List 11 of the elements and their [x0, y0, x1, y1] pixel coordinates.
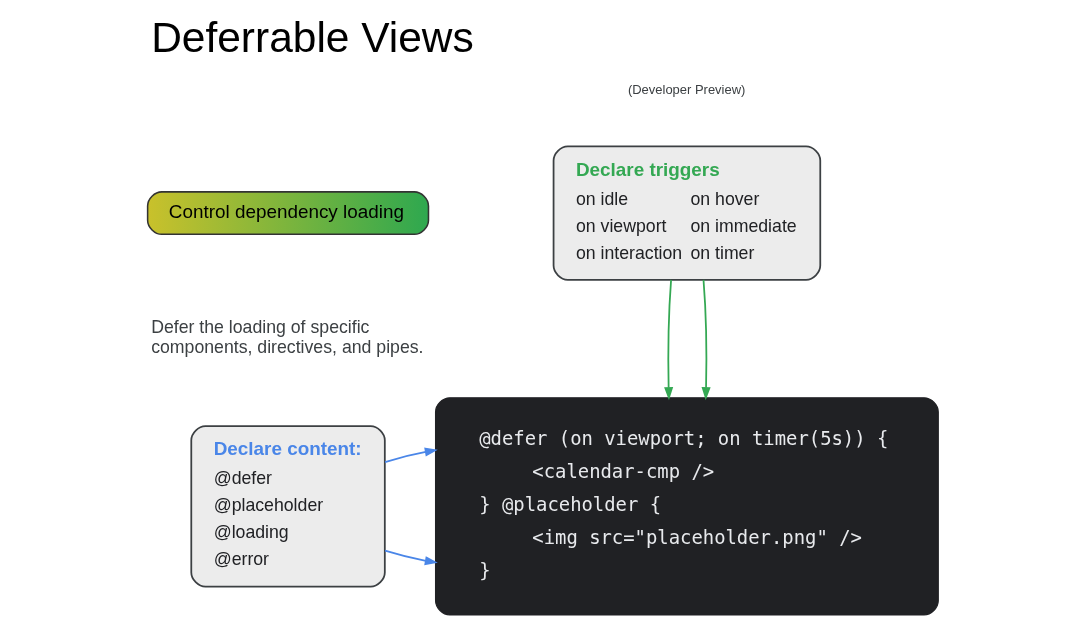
node-box: @defer (on viewport; on timer(5s)) { <calendar-cmp /> } @placeholder { <img src="placeholder.png" /> } [434, 397, 939, 616]
label: (Developer Preview) [627, 82, 746, 98]
arrow [384, 549, 438, 566]
arrow [384, 447, 438, 463]
node-box: Declare content: @defer @placeholder @loading @error [190, 425, 386, 588]
node-box: Declare triggers on idle on hover on viewport on immediate on interaction on timer [552, 145, 822, 281]
arrow [664, 279, 674, 401]
diagram-title: Deferrable Views [151, 13, 474, 61]
arrow [701, 279, 711, 401]
node-box: Control dependency loading [146, 191, 430, 236]
label: Defer the loading of specific components, directives, and pipes. [151, 316, 424, 357]
